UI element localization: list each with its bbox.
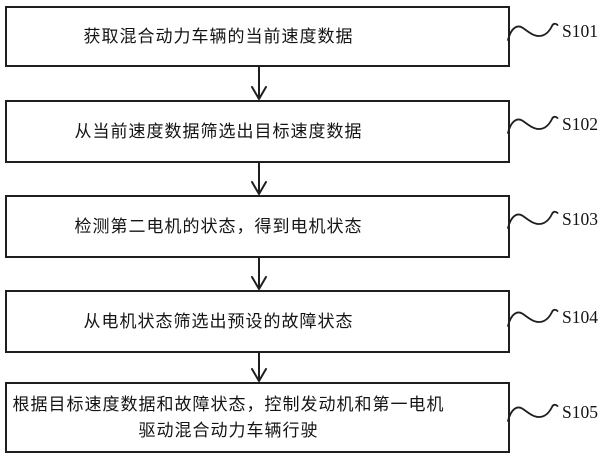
down-arrow-icon <box>249 67 269 101</box>
step-box-s101: 获取混合动力车辆的当前速度数据 <box>5 6 510 67</box>
step-box-s103: 检测第二电机的状态，得到电机状态 <box>5 195 510 258</box>
down-arrow-icon <box>249 258 269 291</box>
step-box-s105: 根据目标速度数据和故障状态，控制发动机和第一电机 驱动混合动力车辆行驶 <box>5 382 510 453</box>
step-text-s102: 从当前速度数据筛选出目标速度数据 <box>74 121 363 141</box>
step-label-s105: S105 <box>562 402 598 422</box>
squiggle-connector-s105 <box>507 401 561 427</box>
step-label-s103: S103 <box>562 209 598 229</box>
squiggle-connector-s102 <box>507 113 561 139</box>
step-text-s105-line2: 驱动混合动力车辆行驶 <box>138 420 319 440</box>
step-box-s102: 从当前速度数据筛选出目标速度数据 <box>5 100 510 163</box>
squiggle-connector-s104 <box>507 306 561 332</box>
down-arrow-icon <box>249 163 269 196</box>
squiggle-connector-s101 <box>507 20 561 46</box>
step-label-s102: S102 <box>562 114 598 134</box>
squiggle-connector-s103 <box>507 208 561 234</box>
step-text-s103: 检测第二电机的状态，得到电机状态 <box>74 216 363 236</box>
step-label-s104: S104 <box>562 307 598 327</box>
down-arrow-icon <box>249 353 269 383</box>
step-label-s101: S101 <box>562 21 598 41</box>
step-box-s104: 从电机状态筛选出预设的故障状态 <box>5 290 510 353</box>
step-text-s101: 获取混合动力车辆的当前速度数据 <box>83 26 354 46</box>
step-text-s104: 从电机状态筛选出预设的故障状态 <box>83 311 354 331</box>
step-text-s105: 根据目标速度数据和故障状态，控制发动机和第一电机 驱动混合动力车辆行驶 <box>13 392 445 444</box>
step-text-s105-line1: 根据目标速度数据和故障状态，控制发动机和第一电机 <box>12 394 445 414</box>
